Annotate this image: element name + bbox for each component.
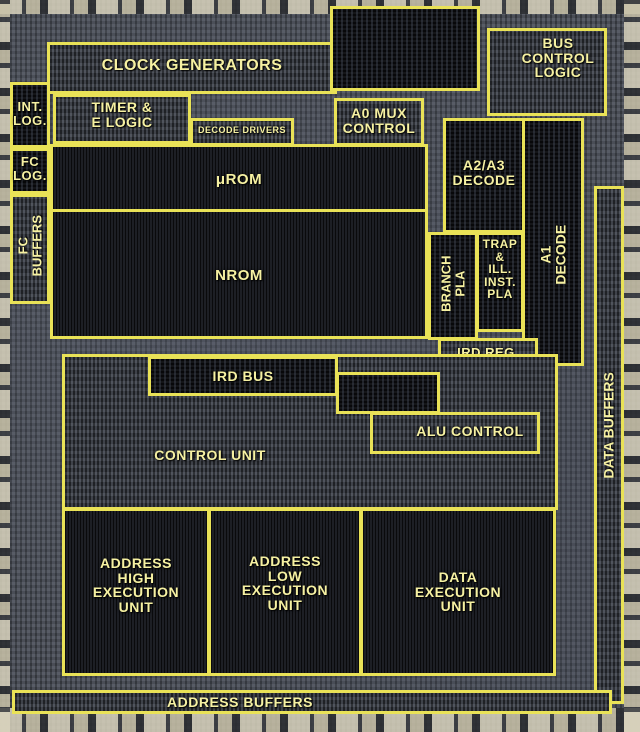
control-unit-label: CONTROL UNIT [154, 447, 266, 463]
fc-log-label: FC LOG. [13, 154, 47, 183]
timer-e-logic-block [53, 94, 191, 144]
ird-bus-label: IRD BUS [212, 368, 274, 384]
ird-bus-block [148, 356, 338, 396]
decode-drivers-label: DECODE DRIVERS [197, 125, 286, 135]
alu-control-label: ALU CONTROL [416, 423, 524, 439]
microrom-block [50, 144, 428, 212]
address-buffers-block [12, 690, 612, 714]
a2a3-decode-label: A2/A3 DECODE [452, 157, 516, 188]
branch-pla-label: BRANCH PLA [438, 255, 467, 312]
int-log-block [10, 82, 50, 148]
nanorom-block [50, 209, 428, 339]
address-high-execution-unit-block [62, 508, 210, 676]
a0-mux-control-block [334, 98, 424, 146]
int-log-label: INT. LOG. [13, 99, 47, 128]
address-high-execution-unit-label: ADDRESS HIGH EXECUTION UNIT [92, 555, 180, 616]
alu-control-block [370, 412, 540, 454]
nanorom-label: NROM [215, 267, 263, 284]
trap-ill-inst-pla-label: TRAP & ILL. INST. PLA [482, 237, 518, 302]
fc-buffers-block [10, 194, 50, 304]
address-low-execution-unit-label: ADDRESS LOW EXECUTION UNIT [241, 553, 329, 614]
a1-decode-label: A1 DECODE [537, 224, 568, 285]
data-execution-unit-block [360, 508, 556, 676]
bus-control-logic-label: BUS CONTROL LOGIC [521, 35, 595, 81]
fc-buffers-label: FC BUFFERS [15, 214, 44, 277]
a2a3-decode-block [443, 118, 525, 233]
microrom-label: μROM [215, 171, 263, 188]
address-buffers-label: ADDRESS BUFFERS [167, 694, 313, 710]
clock-generators-block [47, 42, 337, 94]
fc-log-block [10, 148, 50, 194]
top-bond-pads [0, 0, 640, 14]
data-buffers-label: DATA BUFFERS [600, 372, 617, 479]
data-execution-unit-label: DATA EXECUTION UNIT [414, 569, 502, 615]
right-bond-pads [624, 0, 640, 732]
ird-bus-extension-block [336, 372, 440, 414]
address-low-execution-unit-block [208, 508, 362, 676]
clock-generators-label: CLOCK GENERATORS [101, 57, 283, 74]
timer-e-logic-label: TIMER & E LOGIC [91, 99, 153, 130]
trap-ill-inst-pla-block [476, 232, 524, 332]
data-buffers-block [594, 186, 624, 704]
a0-mux-control-label: A0 MUX CONTROL [342, 105, 416, 136]
top-center-block [330, 6, 480, 91]
left-bond-pads [0, 0, 10, 732]
bus-control-logic-block [487, 28, 607, 116]
